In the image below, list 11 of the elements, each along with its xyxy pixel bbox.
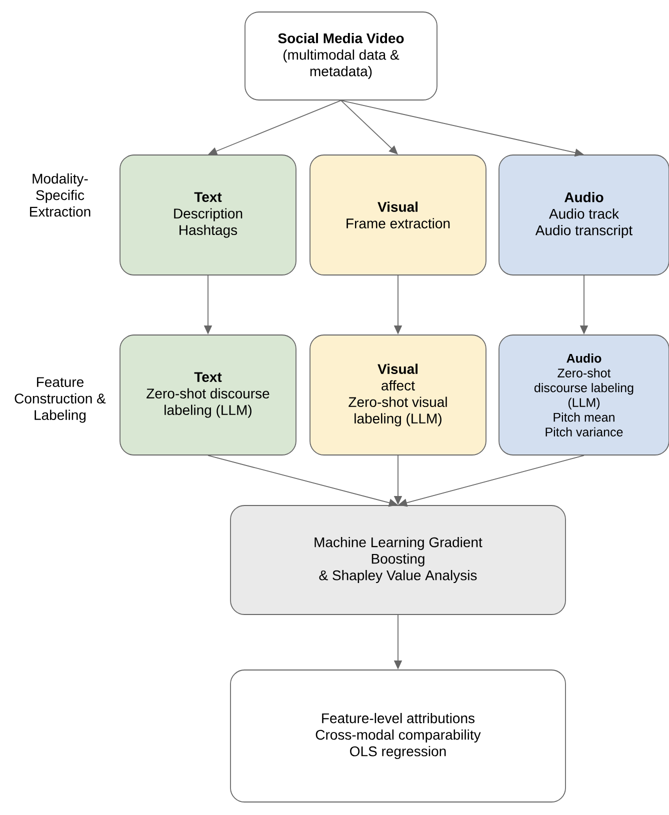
process-box: Text Zero-shot discourse labeling (LLM) — [120, 334, 296, 456]
process-box: Audio Zero-shot discourse labeling (LLM) Pitch mean Pitch variance — [498, 334, 669, 456]
side-label: Feature Construction & Labeling — [14, 377, 106, 423]
process-box: Audio Audio track Audio transcript — [498, 154, 669, 276]
side-label: Modality-Specific Extraction — [30, 173, 90, 217]
process-box: Visual Frame extraction — [310, 154, 486, 276]
process-box: Text Description Hashtags — [120, 154, 296, 276]
output-box: Feature-level attributions Cross-modal comparability OLS regression — [230, 670, 566, 802]
input-box: Social Media Video (multimodal data & metadata) — [244, 12, 438, 100]
process-box: Visual affect Zero-shot visual labeling (LLM) — [310, 334, 486, 456]
process-box: Machine Learning Gradient Boosting & Shapley Value Analysis — [230, 505, 566, 615]
